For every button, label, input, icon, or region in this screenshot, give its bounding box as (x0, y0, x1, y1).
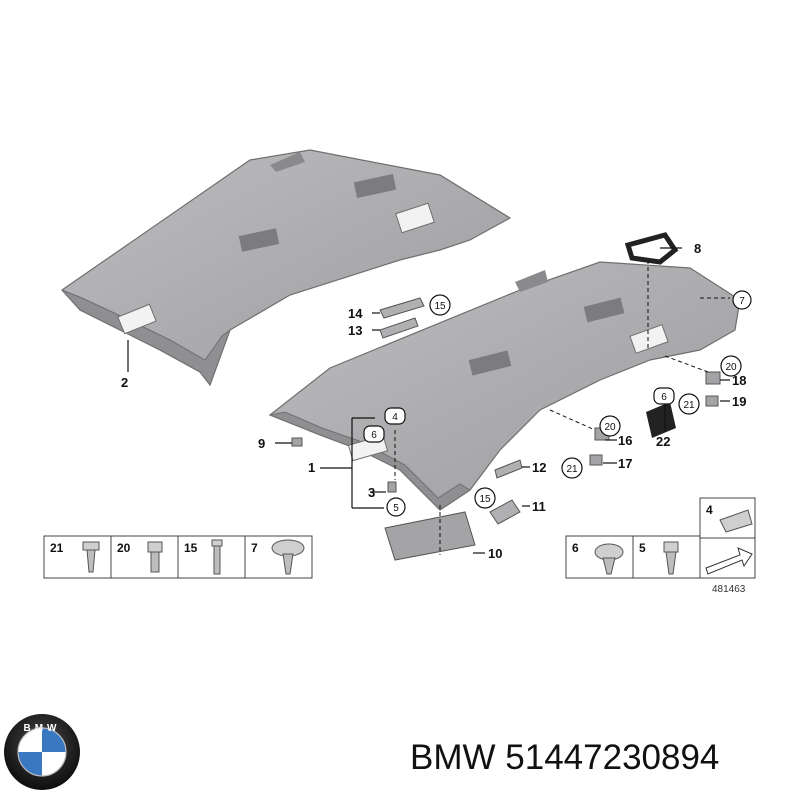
legend-6: 6 (572, 541, 579, 555)
callout-3: 3 (368, 485, 375, 500)
brand-name: BMW (410, 738, 496, 777)
part-number: 51447230894 (505, 738, 720, 777)
bmw-logo-icon: BMW (4, 714, 80, 790)
ring-7: 7 (739, 296, 745, 307)
callout-2: 2 (121, 375, 128, 390)
ring-15-bottom: 15 (479, 494, 491, 505)
ring-6-right: 6 (661, 392, 667, 403)
headliner-lower (268, 261, 741, 511)
callout-11: 11 (532, 499, 546, 514)
legend-7: 7 (251, 541, 258, 555)
ring-21-right: 21 (683, 400, 695, 411)
legend-15: 15 (184, 541, 198, 555)
product-caption: BMW 51447230894 (410, 738, 719, 778)
ring-6-left: 6 (371, 430, 377, 441)
ring-20-right: 20 (725, 362, 737, 373)
ring-4: 4 (392, 412, 398, 423)
callout-18: 18 (732, 373, 746, 388)
legend-5: 5 (639, 541, 646, 555)
clip-6-icon (594, 543, 624, 575)
callout-14: 14 (348, 306, 363, 321)
bracket-4-icon (719, 509, 753, 533)
ring-15-top: 15 (434, 301, 446, 312)
callout-10: 10 (488, 546, 502, 561)
callout-22: 22 (656, 434, 670, 449)
fastener-legend-right: 6 5 4 (565, 497, 756, 579)
image-code: 481463 (712, 584, 746, 595)
screw-20-icon (147, 541, 163, 573)
callout-19: 19 (732, 394, 746, 409)
pin-15-icon (211, 539, 223, 575)
small-parts (291, 232, 721, 561)
clip-7-icon (271, 539, 305, 575)
leader-lines (127, 247, 730, 555)
callout-16: 16 (618, 433, 632, 448)
callout-17: 17 (618, 456, 632, 471)
svg-text:BMW: BMW (24, 723, 61, 734)
callout-1: 1 (308, 460, 315, 475)
callout-12: 12 (532, 460, 546, 475)
screw-5-icon (663, 541, 679, 575)
legend-21: 21 (50, 541, 64, 555)
ring-5: 5 (393, 503, 399, 514)
ring-21-mid: 21 (566, 464, 578, 475)
callout-9: 9 (258, 436, 265, 451)
screw-21-icon (82, 541, 100, 573)
legend-20: 20 (117, 541, 131, 555)
callout-13: 13 (348, 323, 362, 338)
headliner-upper (61, 149, 512, 387)
arrow-icon (705, 547, 753, 575)
fastener-legend-left: 21 20 15 7 (43, 535, 313, 579)
legend-4: 4 (706, 503, 713, 517)
callout-8: 8 (694, 241, 701, 256)
part-callouts: 1 2 3 8 9 10 11 12 13 14 16 17 18 19 22 (121, 241, 746, 561)
ring-20-mid: 20 (604, 422, 616, 433)
ring-labels: 4 5 6 6 7 15 15 20 20 21 21 (363, 290, 752, 517)
